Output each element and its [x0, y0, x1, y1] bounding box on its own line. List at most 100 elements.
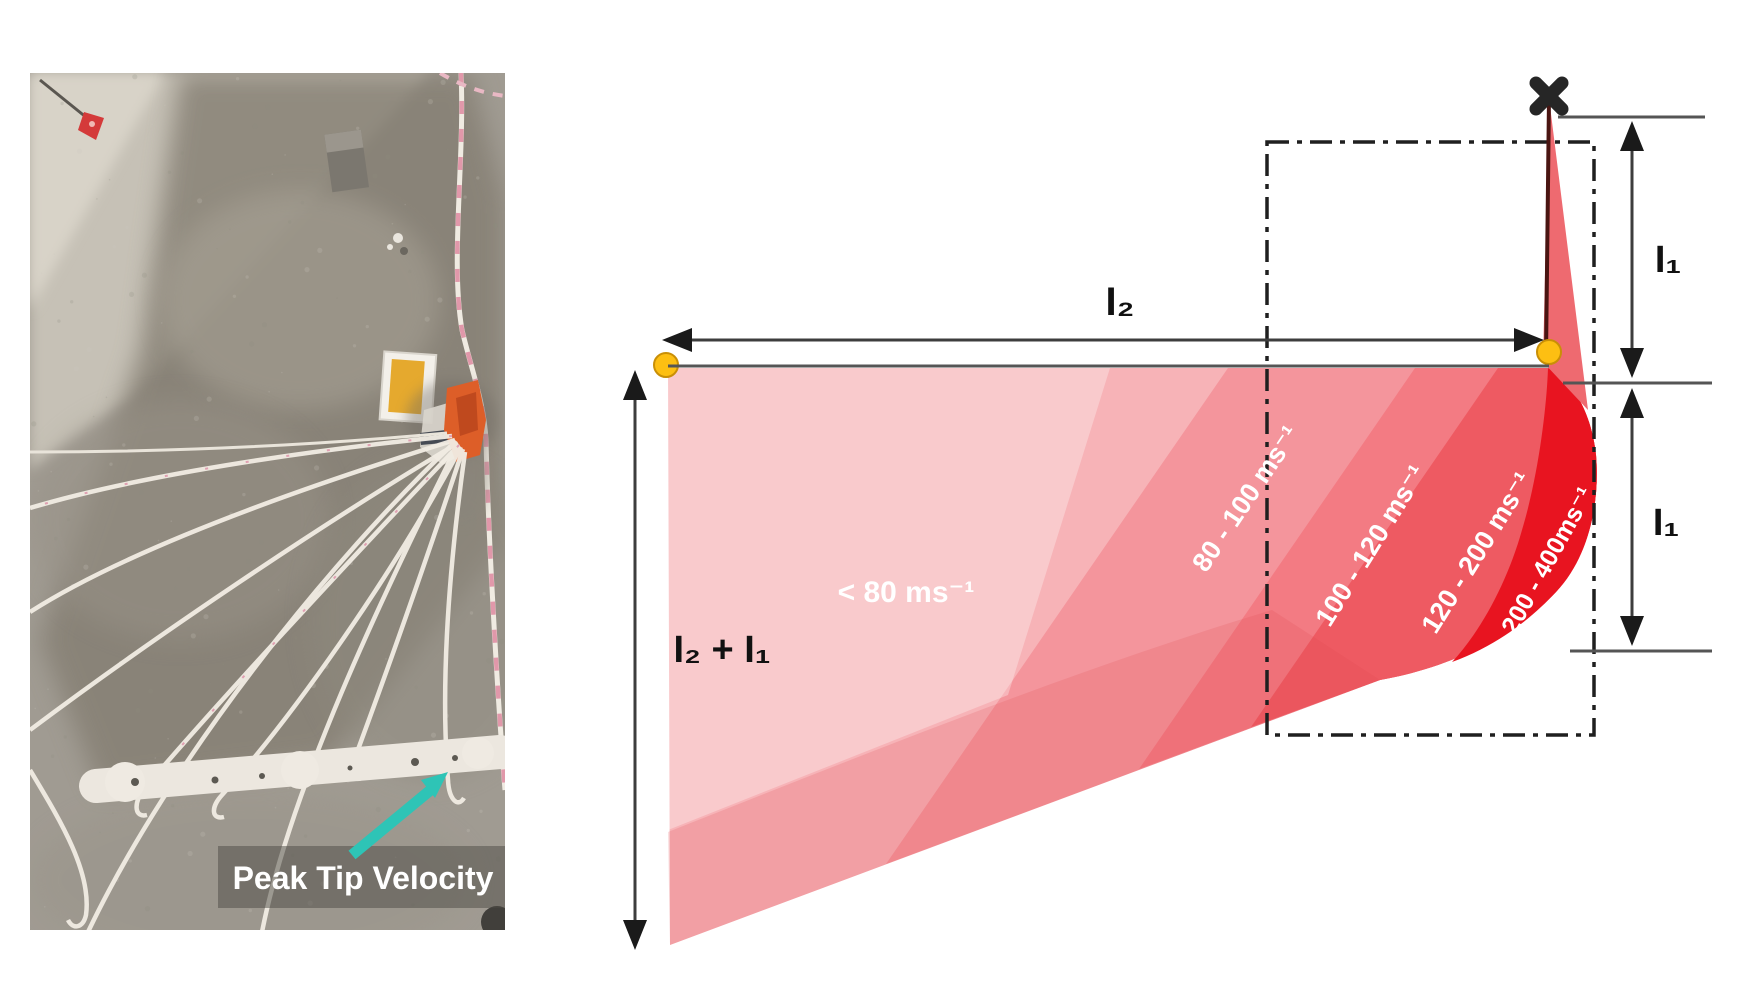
red-marker-highlight: [89, 121, 95, 127]
speckle: [216, 247, 218, 250]
speckle: [190, 633, 196, 639]
speckle: [372, 173, 378, 179]
concrete-block: [324, 129, 369, 193]
cable: [30, 441, 460, 732]
speckle: [40, 272, 43, 275]
speckle: [102, 614, 104, 616]
speckle: [132, 74, 138, 80]
cable: [30, 433, 453, 511]
speckle: [151, 123, 153, 126]
speckle: [105, 396, 108, 399]
cable: [442, 451, 468, 805]
speckle: [187, 567, 191, 571]
speckle: [307, 616, 311, 621]
speckle: [99, 831, 101, 834]
speckle: [268, 390, 270, 393]
speckle: [281, 371, 283, 374]
speckle: [34, 707, 36, 710]
speckle: [352, 344, 357, 348]
speckle: [31, 421, 37, 427]
speckle: [336, 297, 338, 299]
speckle: [108, 178, 111, 181]
speckle: [385, 658, 387, 660]
cable: [30, 768, 89, 929]
speckle: [369, 391, 375, 397]
debris: [387, 244, 393, 250]
speckle: [50, 754, 55, 758]
speckle: [245, 275, 249, 279]
speckle: [404, 203, 407, 206]
speckle: [242, 492, 246, 497]
speckle: [466, 828, 470, 833]
speckle: [245, 558, 252, 565]
speckle: [154, 757, 157, 759]
speckle: [333, 514, 335, 517]
speckle: [197, 198, 203, 204]
speckle: [486, 658, 492, 664]
photo-caption: Peak Tip Velocity: [233, 860, 494, 896]
dash-dot-rectangle: [1265, 140, 1596, 737]
speckle: [261, 322, 268, 328]
speckle: [288, 220, 292, 224]
speckle: [128, 859, 132, 863]
speckle: [138, 490, 144, 496]
lightest-corner-wedge: [30, 73, 165, 310]
speckle: [239, 710, 243, 714]
speckle: [287, 787, 290, 790]
speckle: [141, 272, 147, 278]
dimension-l1-upper: I₁: [1620, 121, 1681, 378]
speckle: [469, 611, 474, 615]
speckle: [345, 495, 348, 498]
speckle: [356, 126, 360, 130]
speckle: [342, 713, 345, 715]
gravel-mottle: [310, 460, 505, 780]
gravel-mottle: [160, 190, 440, 410]
speckle: [190, 349, 194, 354]
speckle: [37, 490, 40, 492]
fan-highlight-wedge: [668, 368, 1110, 830]
speckle: [122, 443, 126, 447]
speckle: [420, 250, 425, 254]
speckle: [235, 77, 240, 81]
speckle: [378, 589, 385, 595]
zone-label-lt80: < 80 ms⁻¹: [838, 576, 975, 609]
caption-band: [218, 846, 505, 908]
speckle: [391, 222, 394, 225]
speckle: [222, 663, 225, 666]
blade-line: [1544, 96, 1551, 358]
speckle: [446, 148, 449, 151]
speckle: [187, 850, 193, 857]
speckle: [53, 253, 56, 255]
speckle: [440, 79, 446, 85]
arrowhead-right-icon: [1514, 328, 1544, 352]
orange-marker-shadow: [456, 392, 478, 436]
speckle: [73, 366, 79, 372]
speckle: [203, 614, 209, 620]
speckle: [476, 176, 480, 180]
cable: [134, 443, 461, 818]
arrowhead-down-icon: [623, 920, 647, 950]
speckle: [304, 267, 310, 273]
speckle: [177, 368, 181, 373]
speckle: [339, 79, 342, 82]
speckle: [249, 341, 255, 347]
rope-pink-dashes: [454, 73, 505, 791]
speckle: [489, 440, 495, 446]
speckle: [70, 300, 74, 304]
debris: [400, 247, 408, 255]
speckle: [297, 418, 301, 422]
speckle: [375, 806, 381, 813]
gravel-mottle: [30, 400, 330, 640]
speckle: [66, 517, 71, 522]
dimension-l2-plus-l1: I₂ + I₁: [623, 370, 771, 950]
speckle: [129, 291, 135, 297]
speckle: [408, 269, 412, 274]
arrowhead-down-icon: [1620, 348, 1644, 378]
zone-200-400: [1452, 368, 1597, 662]
stripe-blob: [462, 737, 494, 769]
speckle: [303, 834, 308, 838]
speckle: [148, 688, 154, 694]
label-l2: I₂: [1106, 280, 1135, 324]
speckle: [63, 735, 67, 739]
